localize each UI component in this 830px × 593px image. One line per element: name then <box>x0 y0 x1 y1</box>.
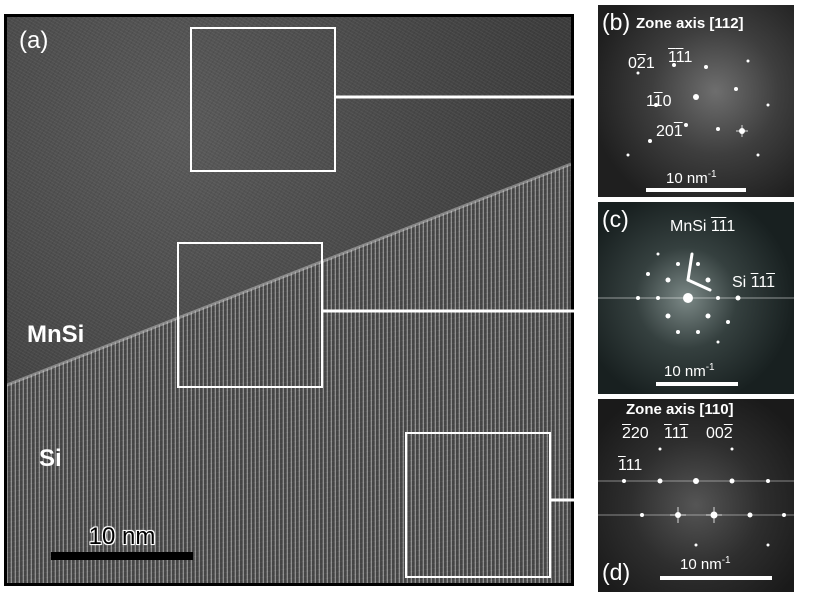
phase-label-mnsi: MnSi <box>27 321 85 348</box>
reflection-label: 021 <box>628 55 655 72</box>
reflection-label: 111 <box>668 49 693 66</box>
diffraction-spots-b <box>626 59 770 157</box>
fft-scale-bar-c <box>656 382 738 386</box>
hrtem-image-panel: (a) MnSi Si 10 nm <box>4 14 574 586</box>
fft-scale-label-c: 10 nm-1 <box>664 362 715 380</box>
fft-panel-d: Zone axis [110] 220 111 002 111 (d) 10 n… <box>598 399 794 592</box>
reflection-label: 111 <box>664 425 689 442</box>
fft-scale-bar-b <box>646 188 746 192</box>
si-reflection-label: Si 111 <box>732 274 776 291</box>
reflection-label: 002 <box>706 425 733 442</box>
scale-bar-label: 10 nm <box>88 523 156 550</box>
scale-bar <box>51 552 193 560</box>
diffraction-spots-d <box>598 447 794 547</box>
panel-label-c: (c) <box>602 206 629 232</box>
diffraction-spots-c <box>598 252 794 344</box>
mnsi-reflection-label: MnSi 111 <box>670 218 736 235</box>
reflection-label: 220 <box>622 425 649 442</box>
fft-panel-b: (b) Zone axis [112] 021 111 110 201 10 n… <box>598 5 794 197</box>
panel-label-b: (b) <box>602 9 631 35</box>
reflection-label: 110 <box>646 93 672 110</box>
roi-box-d <box>405 432 551 578</box>
panel-label-a: (a) <box>19 27 49 54</box>
phase-label-si: Si <box>39 445 62 472</box>
panel-label-d: (d) <box>602 559 631 585</box>
zone-axis-label-d: Zone axis [110] <box>626 401 734 418</box>
zone-axis-label-b: Zone axis [112] <box>636 15 744 32</box>
fft-panel-c: (c) MnSi 111 Si 111 10 nm-1 <box>598 202 794 394</box>
reflection-label: 111 <box>618 457 643 474</box>
interface-boundary <box>7 162 571 387</box>
fft-scale-label-b: 10 nm-1 <box>666 169 717 187</box>
reflection-label: 201 <box>656 123 683 140</box>
roi-box-b <box>190 27 336 172</box>
fft-scale-label-d: 10 nm-1 <box>680 555 731 573</box>
fft-scale-bar-d <box>660 576 772 580</box>
roi-box-c <box>177 242 323 388</box>
